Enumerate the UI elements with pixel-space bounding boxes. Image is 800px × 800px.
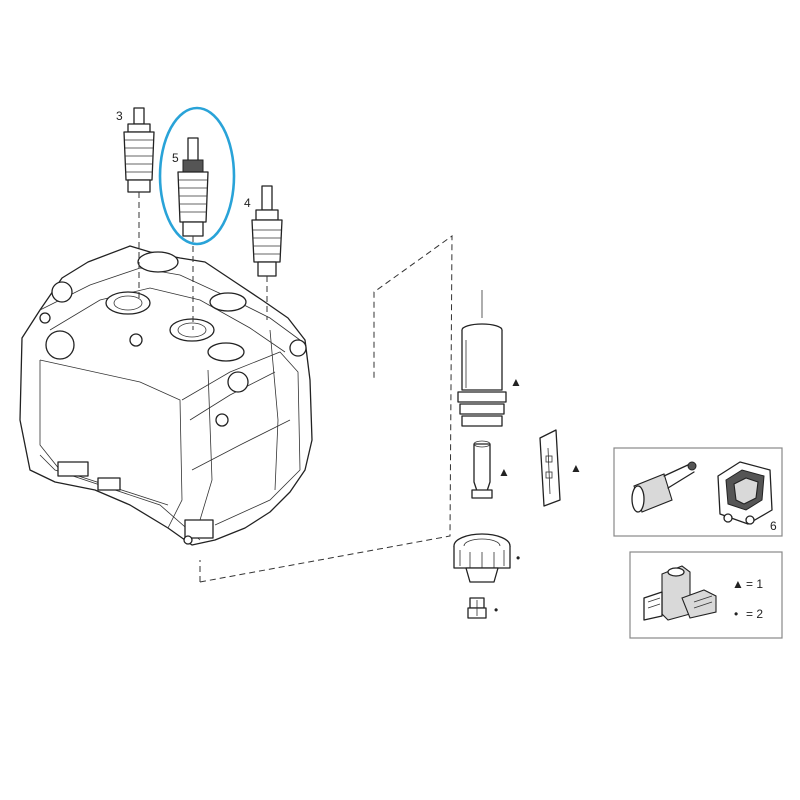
valve-cap xyxy=(453,533,511,583)
marker-dot-cap: • xyxy=(516,551,520,565)
highlight-ring xyxy=(158,106,236,246)
cylinder-sleeve xyxy=(457,290,507,427)
small-nut xyxy=(467,597,487,619)
label-part-4: 4 xyxy=(244,196,251,210)
legend-box: ▲ = 1 • = 2 xyxy=(629,551,783,639)
seal-insert-tool xyxy=(717,461,773,525)
legend-dot-symbol: • xyxy=(734,607,738,621)
marker-triangle-plate: ▲ xyxy=(570,461,582,475)
legend-triangle-symbol: ▲ xyxy=(732,577,744,591)
probe-tool xyxy=(631,461,697,513)
label-part-5: 5 xyxy=(172,151,179,165)
legend-triangle-value: = 1 xyxy=(746,577,763,591)
label-part-6: 6 xyxy=(770,519,777,533)
marker-triangle-plunger: ▲ xyxy=(498,465,510,479)
plug-part-4 xyxy=(251,185,283,320)
marker-dot-nut: • xyxy=(494,603,498,617)
valve-plate xyxy=(539,429,561,507)
marker-triangle-sleeve: ▲ xyxy=(510,375,522,389)
label-part-3: 3 xyxy=(116,109,123,123)
plug-part-5 xyxy=(177,137,209,330)
pump-housing xyxy=(19,245,313,546)
plug-part-3 xyxy=(123,107,155,300)
piston-plunger xyxy=(471,440,493,499)
legend-dot-value: = 2 xyxy=(746,607,763,621)
tool-box-part-6: 6 xyxy=(613,447,783,537)
leader-line-to-parts xyxy=(199,235,453,583)
kit-icon xyxy=(643,565,717,621)
